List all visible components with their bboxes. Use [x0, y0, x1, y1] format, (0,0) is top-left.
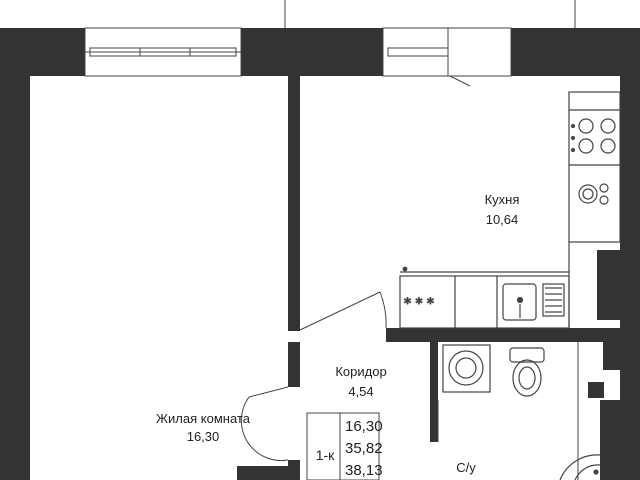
corridor-name: Коридор	[335, 364, 387, 379]
wall-right-notch2	[603, 340, 620, 370]
wall-right-notch3	[588, 382, 604, 398]
bathroom-inner-lines	[437, 342, 579, 480]
living-area-value: 16,30	[345, 418, 383, 435]
corridor-area: 4,54	[348, 384, 374, 399]
sink-icon	[559, 454, 601, 480]
bathroom-name: С/у	[456, 460, 476, 475]
kitchen-area: 10,64	[485, 212, 519, 227]
balcony-outline	[284, 0, 576, 28]
wall-top-left	[0, 28, 85, 76]
kitchen-name: Кухня	[484, 192, 520, 207]
wall-right-notch	[597, 250, 620, 320]
total-area-value: 35,82	[345, 440, 383, 457]
wall-right	[620, 76, 640, 480]
washer-icon	[442, 344, 491, 393]
apartment-type: 1-к	[315, 447, 335, 463]
cabinet-marks: * * *	[404, 296, 435, 313]
toilet-icon	[509, 347, 545, 397]
window-kitchen	[382, 27, 512, 87]
summary-box	[306, 412, 380, 480]
wall-kitchen-corridor	[386, 328, 583, 342]
door-kitchen	[299, 291, 387, 331]
wall-bathroom-left	[430, 342, 438, 442]
sink-kitchen-icon	[502, 283, 565, 321]
wall-left	[0, 76, 30, 480]
living-name: Жилая комната	[156, 411, 250, 426]
wall-top-mid	[241, 28, 383, 76]
wall-kitchen-corridor-right	[572, 328, 620, 342]
stove-icon	[568, 91, 621, 243]
wall-right-notch4	[600, 400, 620, 480]
door-living	[240, 386, 289, 462]
wall-top-right	[511, 28, 640, 76]
svg-text:* * *: * * *	[404, 296, 434, 312]
living-area: 16,30	[186, 429, 220, 444]
total-with-balcony-value: 38,13	[345, 462, 383, 479]
wall-living-kitchen	[288, 76, 300, 331]
wall-living-corridor-lower	[288, 342, 300, 387]
kitchen-counter	[399, 242, 570, 329]
wall-bottom-left	[237, 466, 299, 480]
window-living	[84, 27, 242, 77]
